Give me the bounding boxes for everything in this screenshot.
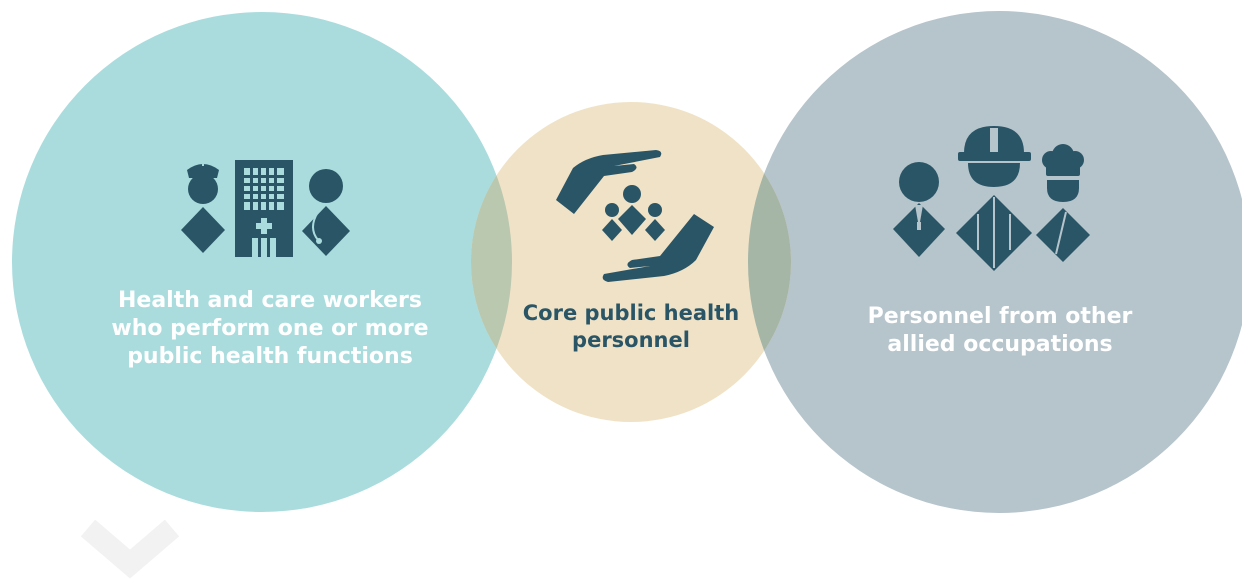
label-allied-occupations: Personnel from other allied occupations xyxy=(800,303,1200,359)
nurse-icon xyxy=(181,158,225,253)
health-workers-icons xyxy=(181,158,350,257)
protective-hands-icon xyxy=(556,150,714,282)
circle-health-care-workers xyxy=(12,12,512,512)
label-core-personnel: Core public health personnel xyxy=(500,300,762,354)
label-line: allied occupations xyxy=(887,332,1113,358)
label-line: personnel xyxy=(572,327,690,352)
office-worker-icon xyxy=(893,162,945,257)
label-health-care-workers: Health and care workers who perform one … xyxy=(70,287,470,371)
label-line: Health and care workers xyxy=(118,288,422,313)
hospital-building-icon xyxy=(235,160,293,257)
label-line: who perform one or more xyxy=(111,316,429,342)
doctor-icon xyxy=(302,169,350,256)
construction-worker-icon xyxy=(956,126,1032,271)
label-line: Core public health xyxy=(522,301,740,325)
core-personnel-icons xyxy=(556,150,714,282)
label-line: public health functions xyxy=(127,344,413,370)
label-line: Personnel from other xyxy=(867,304,1133,329)
community-people-icon xyxy=(602,185,665,241)
watermark-chevron xyxy=(80,519,180,579)
chef-icon xyxy=(1036,144,1090,262)
allied-occupation-icons xyxy=(893,126,1090,271)
